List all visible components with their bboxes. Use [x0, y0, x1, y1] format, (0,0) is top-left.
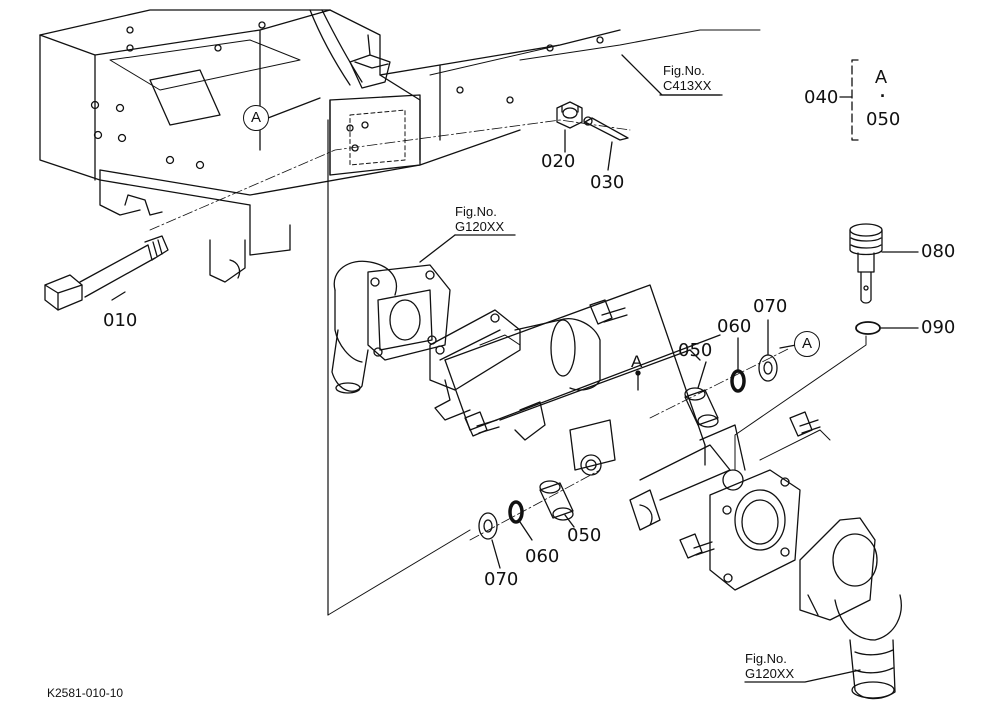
part-label-020: 020: [541, 151, 576, 172]
leader-callout-frame: [267, 97, 321, 119]
castle-nut-020: [556, 101, 583, 129]
guide-line-diagonal: [327, 529, 471, 616]
set-ref-dot: ·: [880, 86, 886, 106]
upper-set-axis: [649, 347, 791, 419]
pin-axis: [149, 119, 631, 231]
left-knuckle: [331, 260, 451, 394]
housing-bolt-right-top: [789, 411, 821, 437]
lower-set-axis: [469, 469, 601, 541]
fig-ref-g120-bottom-line2: G120XX: [745, 666, 795, 681]
part-label-050-upper: 050: [678, 340, 713, 361]
set-ref-letter: A: [875, 67, 888, 87]
front-axle-housing: [429, 284, 801, 591]
housing-bolt-left: [464, 411, 500, 437]
fig-ref-c413-line2: C413XX: [663, 78, 712, 93]
callout-a-frame: A: [243, 105, 269, 131]
leader-050-lower: [564, 514, 575, 528]
bolt-010: [44, 235, 169, 311]
part-label-060-lower: 060: [525, 546, 560, 567]
washer-070-lower: [478, 512, 498, 540]
breather-port-line: [759, 429, 831, 461]
part-label-050-lower: 050: [567, 525, 602, 546]
leader-fig-g120-bottom: [744, 669, 861, 683]
o-ring-090: [855, 321, 881, 335]
leader-callout-washer: [779, 344, 797, 349]
part-label-080: 080: [921, 241, 956, 262]
leader-fig-g120-top: [419, 234, 456, 263]
leader-010: [111, 291, 126, 301]
o-ring-060-lower: [508, 500, 524, 524]
cotter-pin-030: [583, 116, 629, 141]
housing-bolt-right-bottom: [679, 533, 715, 559]
part-label-090: 090: [921, 317, 956, 338]
bushing-050-lower: [539, 480, 574, 521]
leader-060-lower: [519, 521, 533, 541]
fig-ref-g120-top: Fig.No. G120XX: [455, 204, 504, 234]
fig-ref-g120-bottom-line1: Fig.No.: [745, 651, 787, 666]
part-label-070-lower: 070: [484, 569, 519, 590]
breather-location-line: [734, 335, 867, 471]
fig-ref-c413-line1: Fig.No.: [663, 63, 705, 78]
leader-050-upper: [697, 361, 707, 389]
part-label-060-upper: 060: [717, 316, 752, 337]
part-label-040: 040: [804, 87, 839, 108]
callout-a-washer: A: [794, 331, 820, 357]
fig-ref-g120-top-line2: G120XX: [455, 219, 505, 234]
leader-030: [607, 141, 613, 171]
fig-ref-c413: Fig.No. C413XX: [663, 63, 711, 93]
housing-a-dot: [635, 370, 641, 376]
part-label-050-set: 050: [866, 109, 901, 130]
housing-bolt-top: [589, 299, 628, 325]
fig-ref-g120-bottom: Fig.No. G120XX: [745, 651, 794, 681]
housing-ref-letter: A: [631, 352, 643, 371]
bushing-050-upper: [684, 387, 719, 428]
set-bracket-040: [839, 59, 859, 141]
drawing-code: K2581-010-10: [47, 686, 124, 700]
part-label-010: 010: [103, 310, 138, 331]
fig-ref-g120-top-line1: Fig.No.: [455, 204, 497, 219]
part-label-070-upper: 070: [753, 296, 788, 317]
part-label-030: 030: [590, 172, 625, 193]
leader-070-lower: [491, 539, 501, 569]
breather-080: [849, 223, 883, 304]
